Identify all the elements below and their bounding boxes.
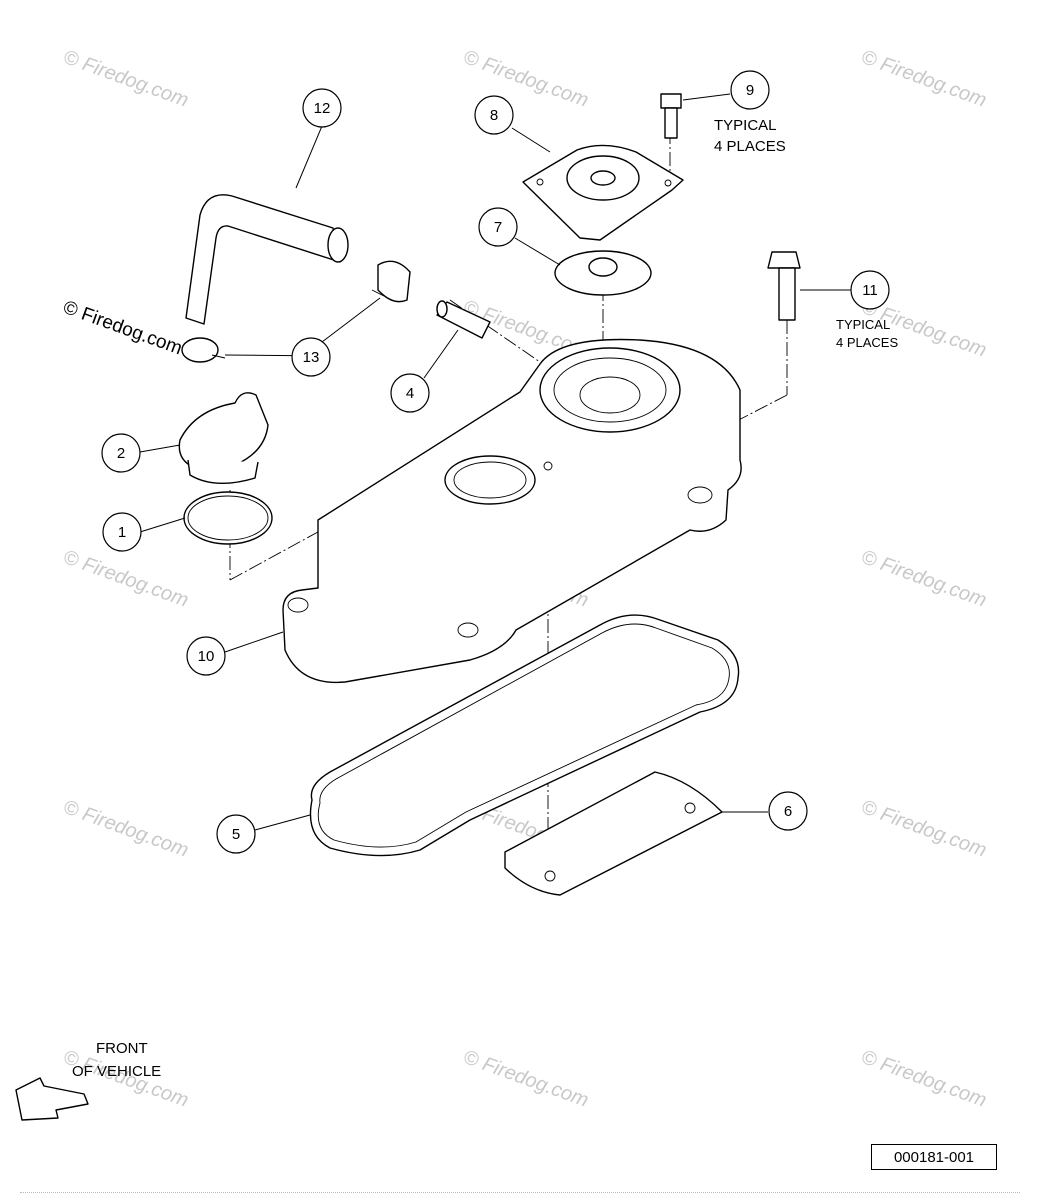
leader-line xyxy=(682,93,731,101)
watermark-text: © Firedog.com xyxy=(858,1046,989,1112)
note-typical-9: TYPICAL xyxy=(714,117,777,134)
diaphragm-gasket xyxy=(554,250,652,296)
watermark-text: © Firedog.com xyxy=(858,796,989,862)
callout-10: 10 xyxy=(186,636,226,676)
callout-9: 9 xyxy=(730,70,770,110)
note-typical-11: TYPICAL xyxy=(836,317,890,332)
o-ring-inner xyxy=(187,495,269,541)
callout-5: 5 xyxy=(216,814,256,854)
leader-line xyxy=(511,127,551,153)
callout-label: 2 xyxy=(117,445,125,462)
callout-1: 1 xyxy=(102,512,142,552)
note-places-11: 4 PLACES xyxy=(836,335,898,350)
front-label: FRONT xyxy=(96,1040,148,1057)
leader-line xyxy=(139,444,181,453)
of-vehicle-label: OF VEHICLE xyxy=(72,1063,161,1080)
breather-fitting xyxy=(436,300,491,339)
watermark-text: © Firedog.com xyxy=(60,46,191,112)
hose-clamp xyxy=(371,260,411,303)
valve-cover-plate xyxy=(522,144,684,241)
callout-7: 7 xyxy=(478,207,518,247)
leader-line xyxy=(423,329,459,379)
callout-label: 12 xyxy=(314,100,331,117)
callout-label: 1 xyxy=(118,524,126,541)
front-direction-arrow-icon xyxy=(15,1077,89,1121)
watermark-text: © Firedog.com xyxy=(858,46,989,112)
copyright-text: © Firedog.com xyxy=(60,297,185,359)
callout-label: 10 xyxy=(198,648,215,665)
note-places-9: 4 PLACES xyxy=(714,138,786,155)
oil-filler-cap xyxy=(178,392,269,485)
leader-line xyxy=(139,517,186,533)
callout-label: 11 xyxy=(862,282,878,299)
leader-line xyxy=(254,814,311,831)
leader-line xyxy=(224,631,284,653)
callout-4: 4 xyxy=(390,373,430,413)
leader-line xyxy=(321,297,381,343)
callout-label: 9 xyxy=(746,82,754,99)
leader-line xyxy=(295,125,323,189)
watermark-text: © Firedog.com xyxy=(460,1046,591,1112)
callout-label: 13 xyxy=(303,349,320,366)
cover-bolt xyxy=(767,251,801,321)
callout-12: 12 xyxy=(302,88,342,128)
callout-label: 8 xyxy=(490,107,498,124)
bottom-divider xyxy=(20,1192,1020,1194)
callout-2: 2 xyxy=(101,433,141,473)
callout-8: 8 xyxy=(474,95,514,135)
callout-label: 4 xyxy=(406,385,414,402)
leader-line xyxy=(514,237,561,266)
hose-clamp-lower xyxy=(181,337,226,363)
callout-11: 11 xyxy=(850,270,890,310)
callout-13: 13 xyxy=(291,337,331,377)
o-ring xyxy=(183,491,273,545)
drawing-code: 000181-001 xyxy=(871,1144,997,1170)
valve-cover-gasket xyxy=(309,614,740,857)
watermark-text: © Firedog.com xyxy=(60,796,191,862)
callout-label: 7 xyxy=(494,219,502,236)
breather-hose xyxy=(185,194,349,325)
cover-screw xyxy=(660,93,682,139)
watermark-text: © Firedog.com xyxy=(60,546,191,612)
callout-label: 5 xyxy=(232,826,240,843)
callout-label: 6 xyxy=(784,803,792,820)
callout-6: 6 xyxy=(768,791,808,831)
centerline xyxy=(699,394,788,441)
valve-cover xyxy=(282,338,742,684)
watermark-text: © Firedog.com xyxy=(858,546,989,612)
